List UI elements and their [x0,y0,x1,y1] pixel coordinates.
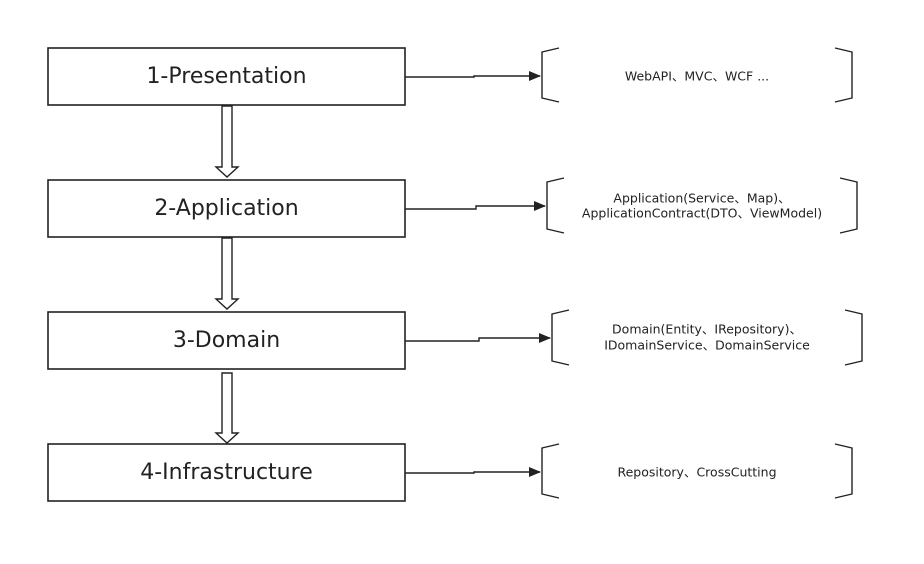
note-text-application-line1: Application(Service、Map)、 [613,191,790,206]
connector-presentation-note [405,71,541,81]
layer-box-infrastructure: 4-Infrastructure [47,443,406,502]
layer-box-domain: 3-Domain [47,311,406,370]
note-text-presentation: WebAPI、MVC、WCF ... [625,69,769,84]
down-arrow-3-4 [214,372,240,444]
down-arrow-1-2 [214,105,240,178]
connector-domain-note [405,333,551,343]
note-bracket-domain [551,309,863,366]
connector-infrastructure-note [405,467,541,477]
note-text-domain-line1: Domain(Entity、IRepository)、 [612,322,802,337]
layer-label-application: 2-Application [154,196,298,221]
layer-label-domain: 3-Domain [173,328,280,353]
layer-box-presentation: 1-Presentation [47,47,406,106]
note-bracket-infrastructure [541,443,853,499]
note-bracket-presentation [541,47,853,103]
layer-box-application: 2-Application [47,179,406,238]
note-text-infrastructure: Repository、CrossCutting [617,465,776,480]
connector-application-note [405,201,546,211]
down-arrow-2-3 [214,237,240,310]
layer-label-presentation: 1-Presentation [146,64,306,89]
note-text-application-line2: ApplicationContract(DTO、ViewModel) [582,206,822,221]
note-bracket-application [546,177,858,234]
note-text-domain-line2: IDomainService、DomainService [604,338,810,353]
layer-label-infrastructure: 4-Infrastructure [140,460,312,485]
